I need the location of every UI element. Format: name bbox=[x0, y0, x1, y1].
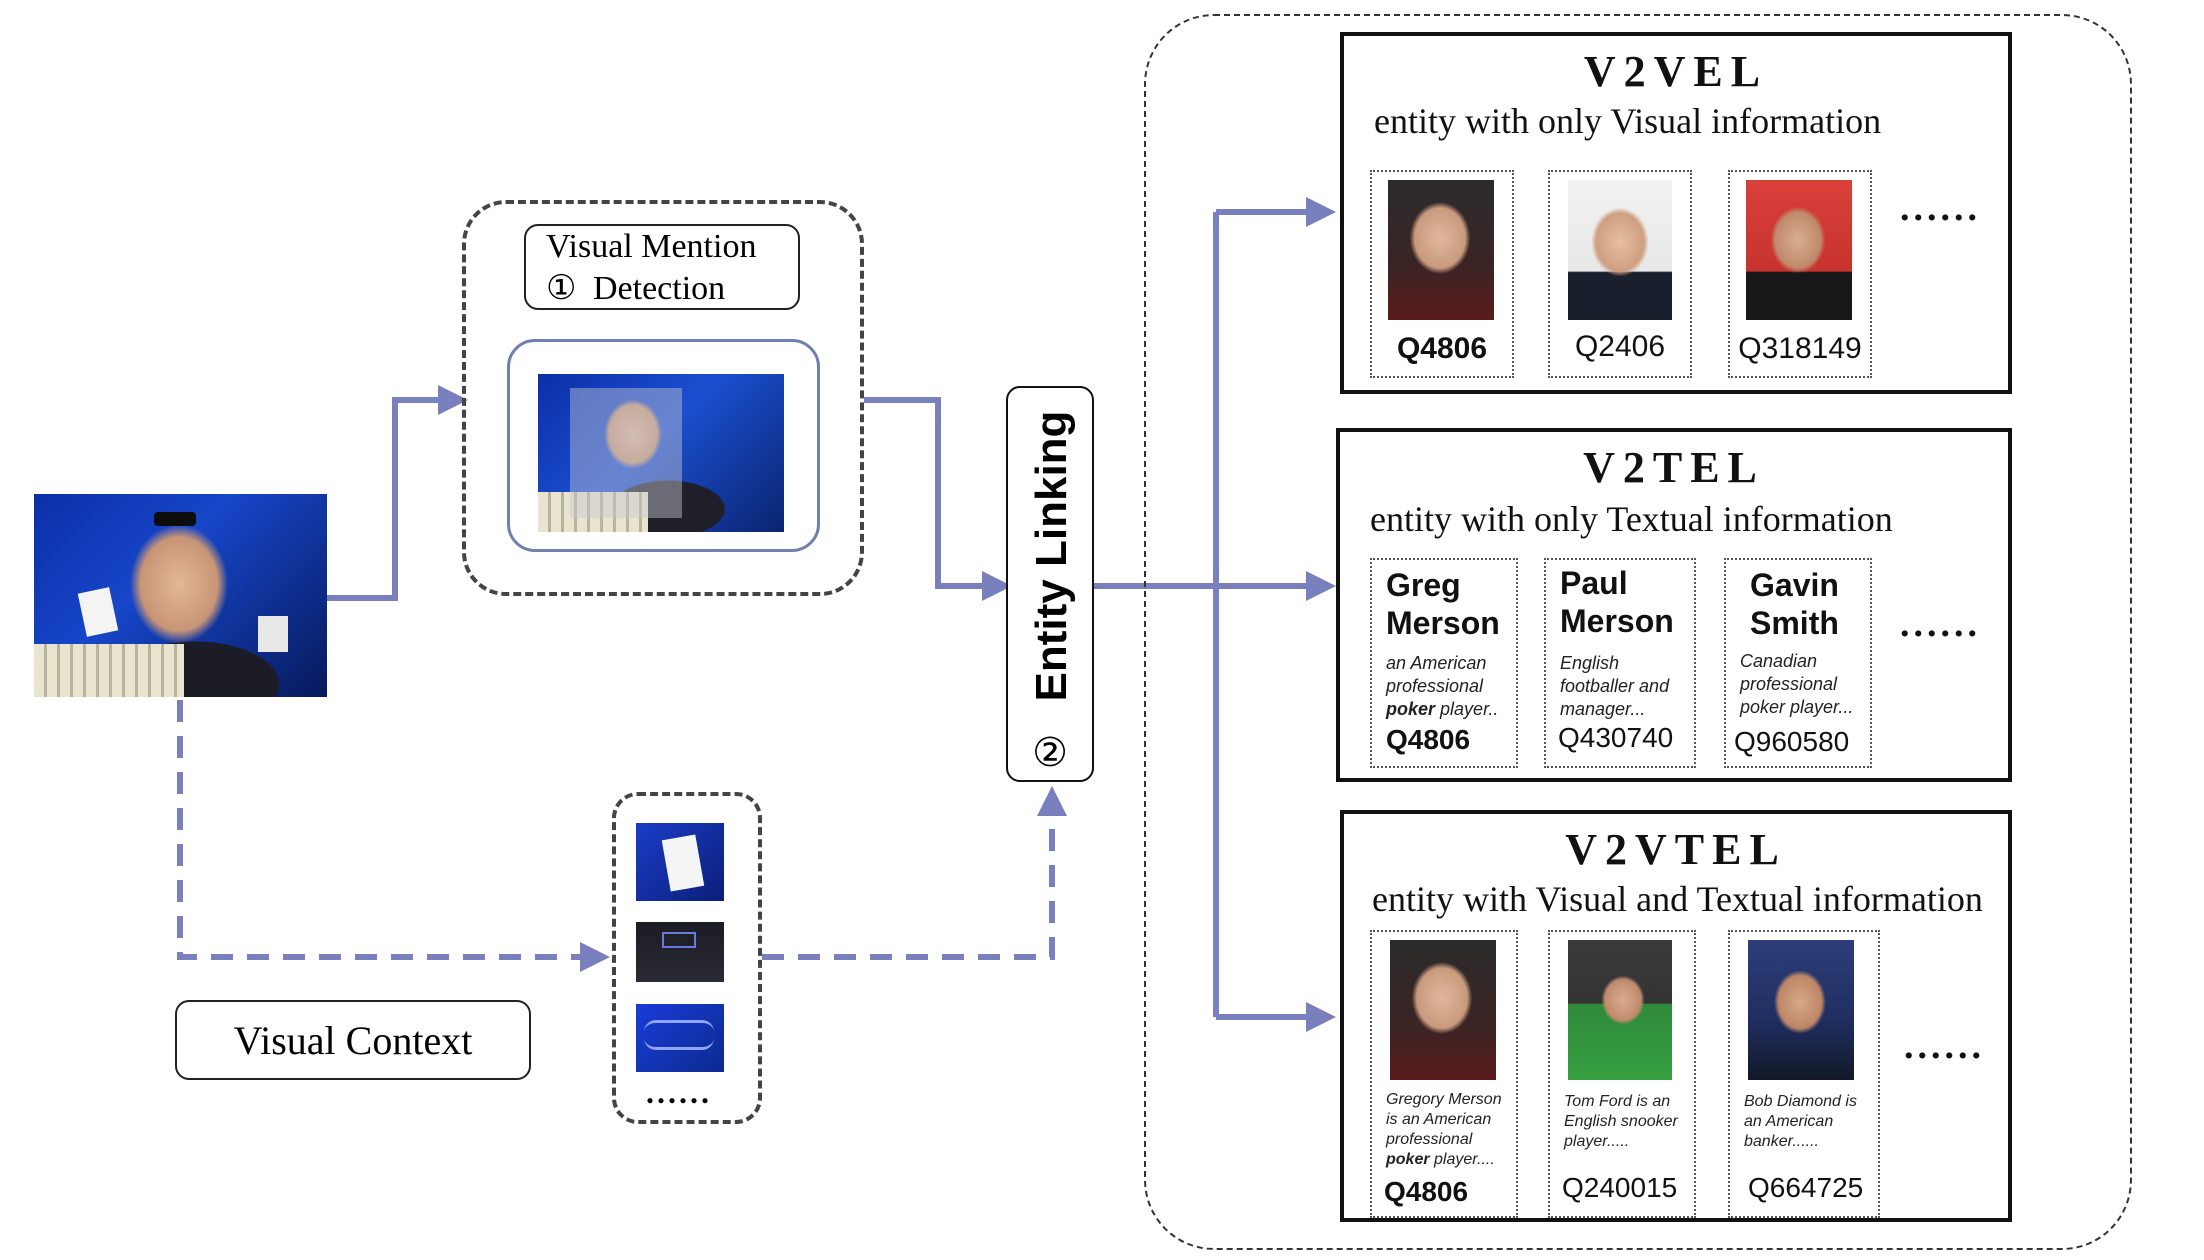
context-thumb-text bbox=[636, 1004, 724, 1072]
detection-line2: Detection bbox=[592, 270, 726, 307]
entity-types-region bbox=[1144, 14, 2132, 1250]
detection-label: Visual Mention ① Detection bbox=[524, 224, 800, 310]
playing-card bbox=[77, 587, 119, 637]
mention-bounding-box bbox=[570, 388, 682, 518]
step-marker-1: ① bbox=[546, 270, 577, 307]
slogan-shape bbox=[644, 1020, 714, 1050]
entity-name-line: Gavin bbox=[1750, 567, 1839, 603]
detection-group bbox=[462, 200, 864, 596]
entity-card: Q318149 bbox=[1728, 170, 1872, 378]
entity-card: Q2406 bbox=[1548, 170, 1692, 378]
detection-line2-row: ① Detection bbox=[546, 268, 798, 310]
entity-description: Tom Ford is an English snooker player...… bbox=[1564, 1092, 1688, 1152]
desc-text: Bob Diamond is an American banker...... bbox=[1744, 1093, 1857, 1150]
desc-bold: poker bbox=[1386, 1151, 1430, 1168]
entity-description: an American professional poker player.. bbox=[1386, 652, 1510, 721]
panel-title: V2TEL bbox=[1583, 443, 1765, 492]
crown-logo bbox=[662, 932, 696, 948]
desc-tail: player.. bbox=[1435, 699, 1499, 719]
detection-line1: Visual Mention bbox=[546, 228, 757, 265]
dashed-arrow-image-to-context bbox=[177, 700, 610, 972]
entity-name-line: Paul bbox=[1560, 565, 1628, 601]
panel-v2tel: V2TEL entity with only Textual informati… bbox=[1336, 428, 2012, 782]
entity-description: Canadian professional poker player... bbox=[1740, 650, 1864, 719]
entity-linking-box: Entity Linking ② bbox=[1006, 386, 1094, 782]
entity-name: Paul Merson bbox=[1560, 564, 1674, 640]
panel-subtitle: entity with only Textual information bbox=[1370, 499, 1893, 539]
panel-subtitle: entity with only Visual information bbox=[1374, 101, 1882, 141]
desc-tail: player.... bbox=[1429, 1151, 1495, 1168]
desc-bold: poker bbox=[1386, 699, 1436, 719]
context-thumb-logo bbox=[636, 922, 724, 982]
mention-frame bbox=[507, 339, 820, 552]
desc-text: English footballer and manager... bbox=[1560, 653, 1670, 719]
panel-title: V2VEL bbox=[1583, 47, 1769, 96]
panel-subtitle: entity with Visual and Textual informati… bbox=[1372, 879, 1983, 919]
entity-qid: Q4806 bbox=[1396, 332, 1488, 365]
step-marker-2: ② bbox=[1032, 730, 1068, 775]
person-suit-photo bbox=[1568, 180, 1672, 320]
person-glasses-photo bbox=[1390, 940, 1496, 1080]
entity-card: Gregory Merson is an American profession… bbox=[1370, 930, 1518, 1218]
entity-name-line: Greg bbox=[1386, 567, 1461, 603]
context-ellipsis: ...... bbox=[646, 1074, 712, 1110]
panel-v2vel: V2VEL entity with only Visual informatio… bbox=[1340, 32, 2012, 394]
entity-card: Q4806 bbox=[1370, 170, 1514, 378]
entity-card: Paul Merson English footballer and manag… bbox=[1544, 558, 1696, 768]
logo-patch bbox=[258, 616, 288, 652]
visual-context-label: Visual Context bbox=[175, 1000, 531, 1080]
context-thumb-cards bbox=[636, 823, 724, 901]
mention-image bbox=[538, 374, 784, 532]
panel-v2vtel: V2VTEL entity with Visual and Textual in… bbox=[1340, 810, 2012, 1222]
arrow-detection-to-linking bbox=[864, 397, 1012, 601]
entity-description: English footballer and manager... bbox=[1560, 652, 1688, 721]
arrow-image-to-detection bbox=[327, 385, 468, 601]
entity-qid: Q430740 bbox=[1558, 722, 1674, 753]
entity-qid: Q4806 bbox=[1384, 1176, 1469, 1207]
entity-card: Bob Diamond is an American banker...... … bbox=[1728, 930, 1880, 1218]
card-shape bbox=[661, 834, 705, 892]
glasses-shape bbox=[154, 512, 196, 526]
panel-ellipsis: ...... bbox=[1904, 1025, 1985, 1067]
visual-context-group: ...... bbox=[612, 792, 762, 1124]
entity-name: Gavin Smith bbox=[1750, 566, 1839, 642]
entity-qid: Q318149 bbox=[1738, 332, 1862, 365]
entity-qid: Q960580 bbox=[1734, 726, 1850, 757]
banker-photo bbox=[1748, 940, 1854, 1080]
entity-qid: Q4806 bbox=[1386, 724, 1471, 755]
entity-linking-label: Entity Linking bbox=[1027, 410, 1076, 702]
desc-text: Tom Ford is an English snooker player...… bbox=[1564, 1093, 1678, 1150]
person-red-bg-photo bbox=[1746, 180, 1852, 320]
panel-title: V2VTEL bbox=[1565, 825, 1787, 874]
entity-qid: Q240015 bbox=[1562, 1172, 1678, 1203]
cash-stack bbox=[34, 644, 184, 697]
mention-cash bbox=[538, 492, 648, 532]
entity-card: Greg Merson an American professional pok… bbox=[1370, 558, 1518, 768]
snooker-player-photo bbox=[1568, 940, 1672, 1080]
entity-name: Greg Merson bbox=[1386, 566, 1500, 642]
entity-qid: Q664725 bbox=[1748, 1172, 1864, 1203]
panel-ellipsis: ...... bbox=[1900, 187, 1981, 229]
entity-description: Gregory Merson is an American profession… bbox=[1386, 1090, 1510, 1170]
input-image bbox=[34, 494, 327, 697]
person-glasses-photo bbox=[1388, 180, 1494, 320]
dashed-arrow-context-to-linking bbox=[762, 786, 1067, 960]
desc-text: Gregory Merson is an American profession… bbox=[1386, 1091, 1502, 1148]
entity-name-line: Merson bbox=[1386, 605, 1500, 641]
entity-qid: Q2406 bbox=[1574, 330, 1666, 363]
desc-text: an American professional bbox=[1386, 653, 1487, 696]
entity-name-line: Smith bbox=[1750, 605, 1839, 641]
visual-context-text: Visual Context bbox=[233, 1017, 473, 1063]
entity-name-line: Merson bbox=[1560, 603, 1674, 639]
panel-ellipsis: ...... bbox=[1900, 603, 1981, 645]
entity-card: Tom Ford is an English snooker player...… bbox=[1548, 930, 1696, 1218]
entity-description: Bob Diamond is an American banker...... bbox=[1744, 1092, 1872, 1152]
desc-text: Canadian professional poker player... bbox=[1740, 651, 1854, 717]
entity-card: Gavin Smith Canadian professional poker … bbox=[1724, 558, 1872, 768]
